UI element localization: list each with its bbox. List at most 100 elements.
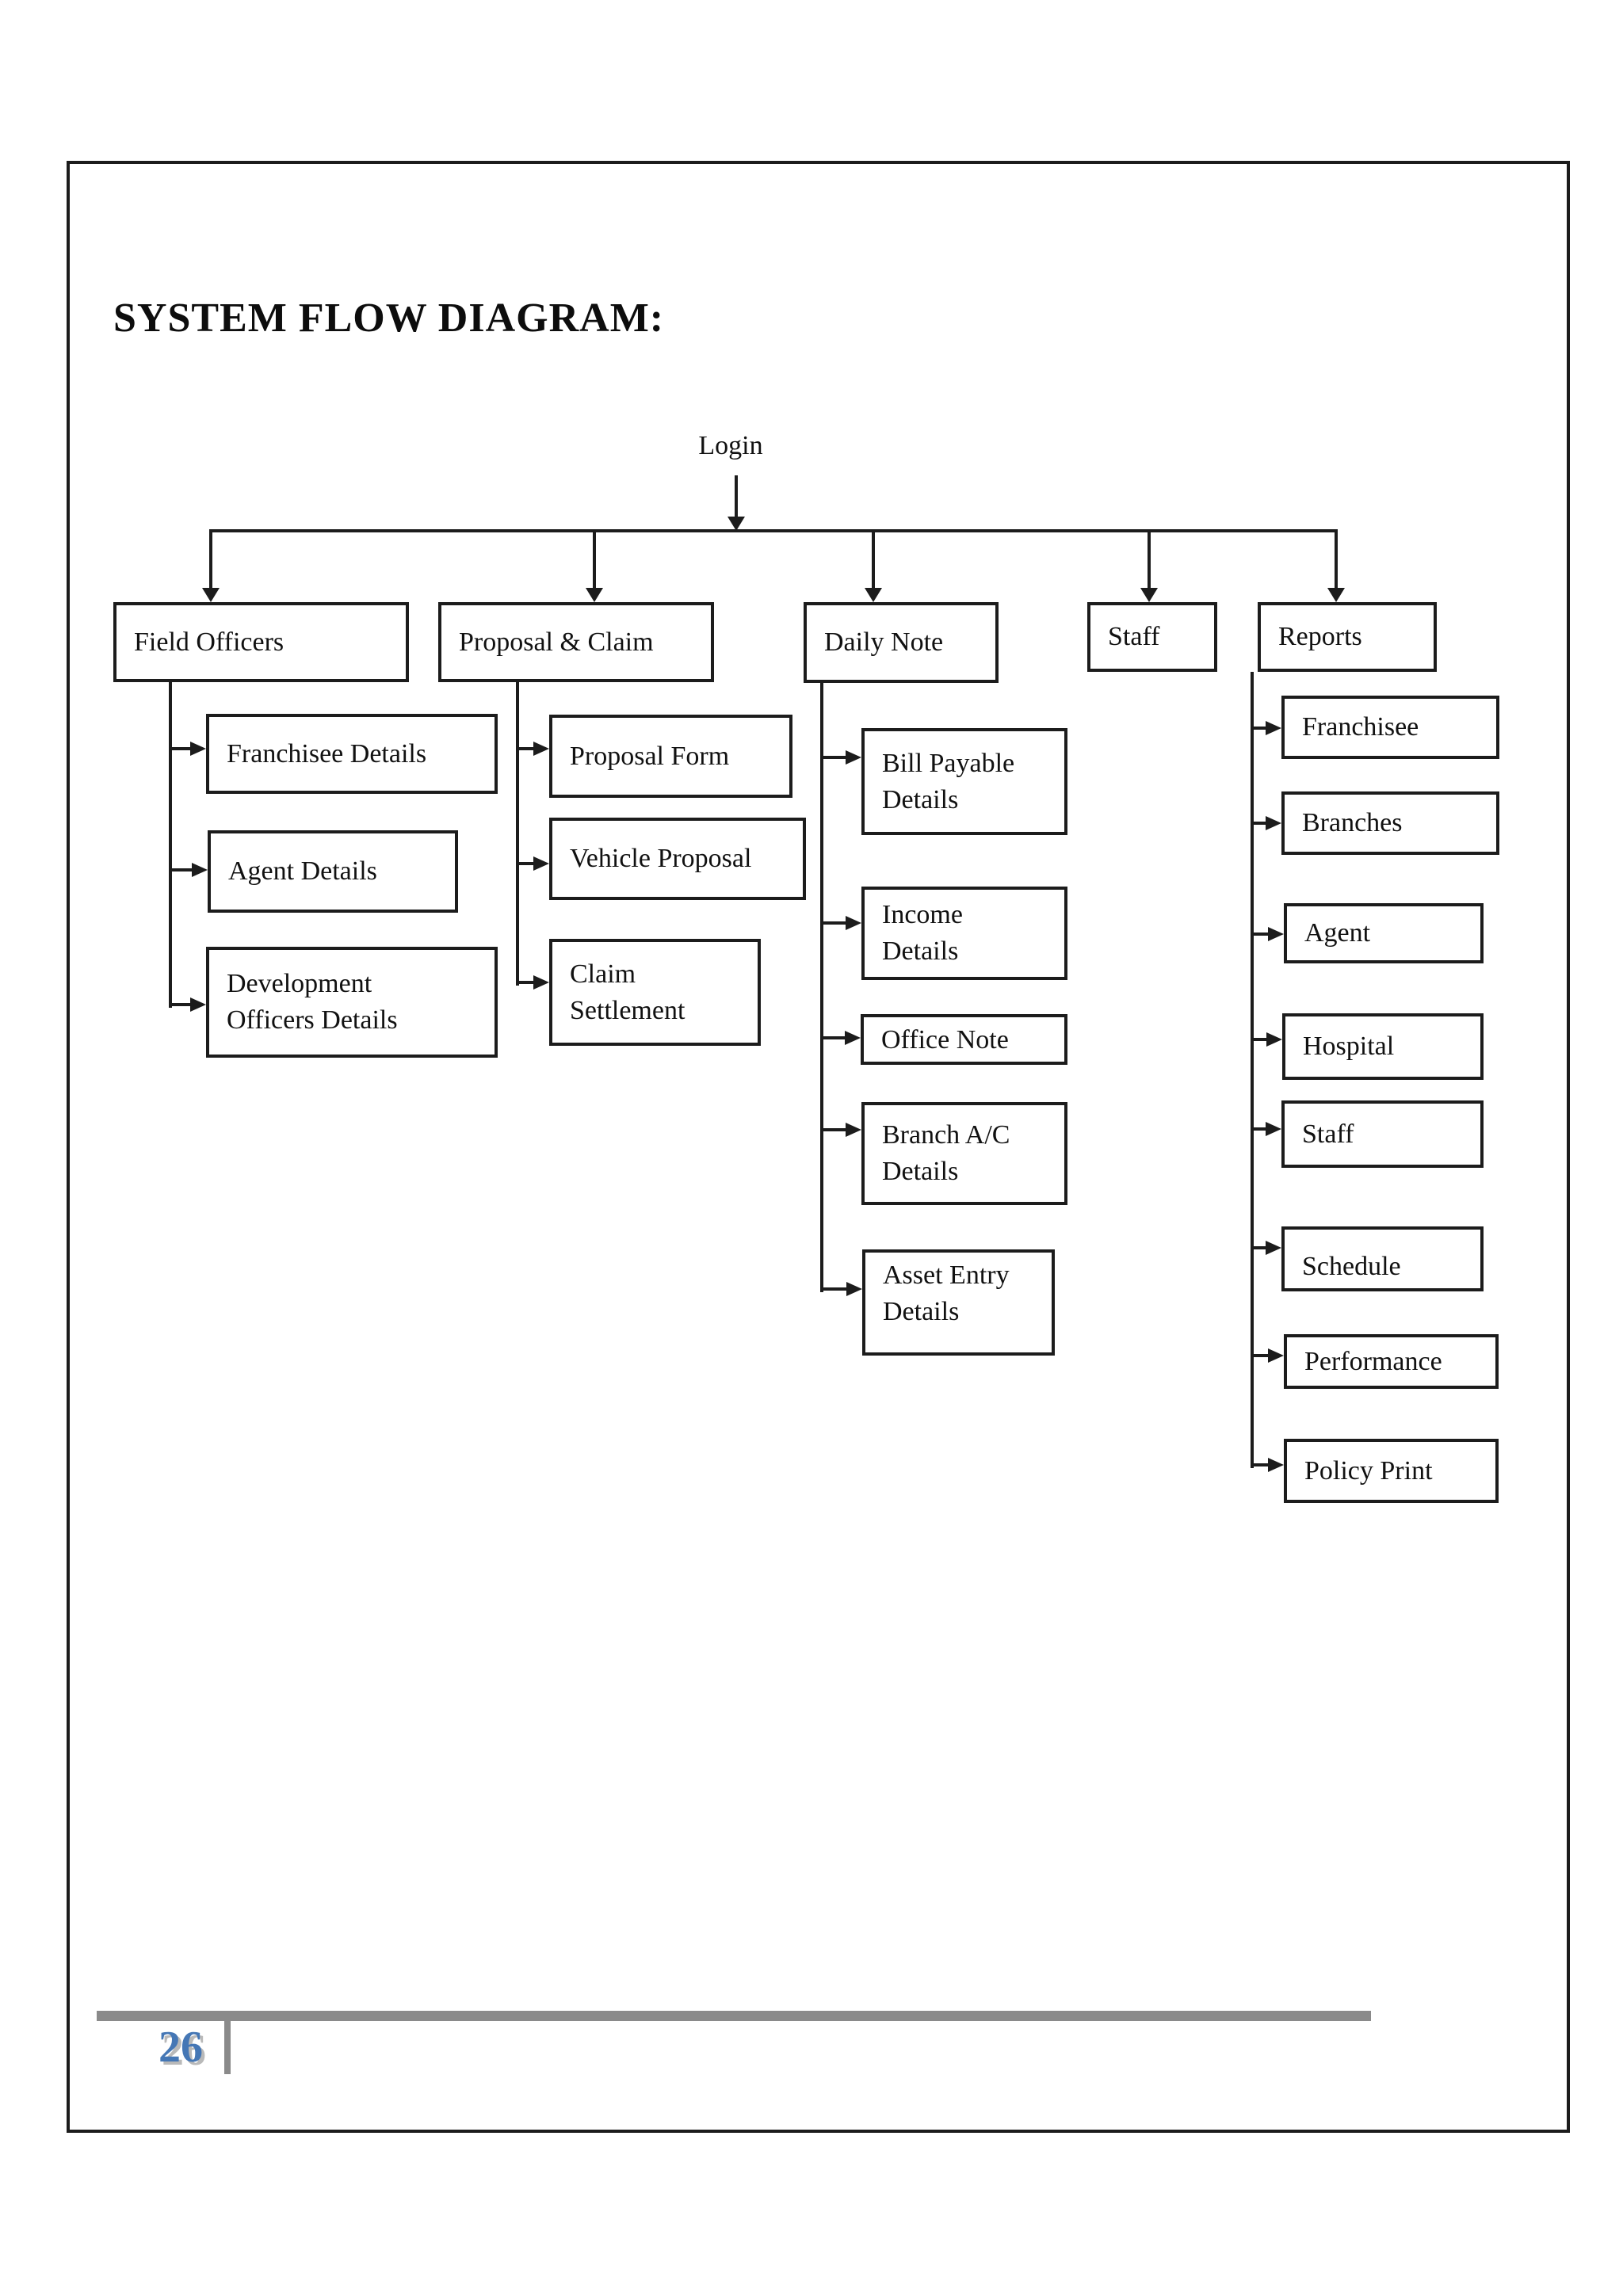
arrowhead-branch-ac-details-icon: [846, 1123, 861, 1137]
arrowhead-report-franchisee-icon: [1266, 721, 1281, 735]
node-label: Income: [882, 900, 963, 929]
footer-rule: [97, 2011, 1371, 2021]
arrowhead-report-hospital-icon: [1266, 1032, 1282, 1047]
node-report-branches: Branches: [1281, 791, 1499, 855]
drop-arrowhead-daily-note-icon: [865, 588, 882, 602]
node-label: Franchisee Details: [227, 738, 427, 769]
arrowhead-proposal-form-icon: [533, 742, 549, 756]
arrowhead-report-agent-icon: [1268, 927, 1284, 941]
drop-arrowhead-reports-icon: [1327, 588, 1345, 602]
branch-connector-reports: [1251, 672, 1254, 1468]
login-arrowhead-icon: [727, 517, 745, 531]
node-label: Field Officers: [134, 627, 285, 657]
node-label: Proposal Form: [570, 741, 730, 771]
node-report-agent: Agent: [1284, 903, 1484, 963]
node-label: Officers Details: [227, 1005, 398, 1035]
drop-connector-field-officers: [209, 529, 212, 588]
stub-proposal-form: [516, 747, 533, 750]
node-label: Details: [883, 1297, 960, 1326]
node-agent-details: Agent Details: [208, 830, 458, 913]
node-login: Login: [698, 431, 763, 460]
node-label: Proposal & Claim: [459, 627, 654, 657]
node-report-policy-print: Policy Print: [1284, 1439, 1499, 1503]
arrowhead-office-note-icon: [845, 1031, 861, 1045]
node-label: Reports: [1278, 622, 1362, 651]
drop-connector-proposal-claim: [593, 529, 596, 588]
node-report-hospital: Hospital: [1282, 1013, 1484, 1080]
node-staff: Staff: [1087, 602, 1217, 672]
arrowhead-agent-details-icon: [192, 863, 208, 877]
node-report-staff: Staff: [1281, 1100, 1484, 1168]
node-branch-ac-details: Branch A/C Details: [861, 1102, 1067, 1205]
node-label: Agent Details: [228, 856, 377, 886]
stub-agent-details: [169, 868, 192, 871]
stub-report-schedule: [1251, 1246, 1266, 1249]
node-label: Hospital: [1303, 1032, 1395, 1061]
node-label: Branches: [1302, 808, 1403, 837]
node-label: Development: [227, 969, 372, 998]
stub-vehicle-proposal: [516, 862, 533, 865]
stub-report-staff: [1251, 1127, 1266, 1131]
drop-connector-staff: [1148, 529, 1151, 588]
branch-connector-daily-note: [820, 683, 823, 1292]
arrowhead-claim-settlement-icon: [533, 975, 549, 990]
node-label: Settlement: [570, 995, 685, 1025]
node-report-performance: Performance: [1284, 1334, 1499, 1389]
node-label: Performance: [1304, 1346, 1442, 1376]
footer-divider: [224, 2013, 231, 2074]
node-label: Agent: [1304, 918, 1371, 948]
node-vehicle-proposal: Vehicle Proposal: [549, 818, 806, 900]
drop-arrowhead-field-officers-icon: [202, 588, 220, 602]
stub-income-details: [820, 921, 846, 925]
stub-development-officers-details: [169, 1003, 190, 1006]
arrowhead-development-officers-details-icon: [190, 997, 206, 1012]
node-franchisee-details: Franchisee Details: [206, 714, 498, 794]
drop-connector-daily-note: [872, 529, 875, 588]
node-proposal-form: Proposal Form: [549, 715, 792, 798]
node-report-schedule: Schedule: [1281, 1226, 1484, 1291]
node-label: Branch A/C: [882, 1120, 1010, 1150]
arrowhead-report-branches-icon: [1266, 816, 1281, 830]
node-office-note: Office Note: [861, 1014, 1067, 1065]
arrowhead-report-schedule-icon: [1266, 1241, 1281, 1255]
arrowhead-income-details-icon: [846, 916, 861, 930]
node-reports: Reports: [1258, 602, 1437, 672]
drop-connector-reports: [1335, 529, 1338, 588]
node-proposal-claim: Proposal & Claim: [438, 602, 714, 682]
node-label: Daily Note: [824, 627, 944, 657]
node-label: Asset Entry: [883, 1261, 1010, 1290]
stub-franchisee-details: [169, 747, 190, 750]
arrowhead-asset-entry-details-icon: [846, 1282, 862, 1296]
node-label: Policy Print: [1304, 1455, 1433, 1486]
arrowhead-report-policy-print-icon: [1268, 1458, 1284, 1472]
branch-connector-field-officers: [169, 682, 172, 1008]
node-label: Vehicle Proposal: [570, 844, 752, 873]
arrowhead-report-staff-icon: [1266, 1122, 1281, 1136]
stub-report-hospital: [1251, 1038, 1266, 1041]
stub-report-franchisee: [1251, 727, 1266, 730]
node-label: Staff: [1302, 1119, 1354, 1149]
node-label: Bill Payable: [882, 748, 1015, 778]
drop-arrowhead-proposal-claim-icon: [586, 588, 603, 602]
node-label: Claim: [570, 959, 636, 989]
distribution-line: [211, 529, 1336, 532]
arrowhead-vehicle-proposal-icon: [533, 856, 549, 871]
stub-claim-settlement: [516, 981, 533, 984]
node-label: Details: [882, 936, 959, 966]
stub-report-policy-print: [1251, 1463, 1268, 1466]
stub-office-note: [820, 1036, 845, 1039]
arrowhead-report-performance-icon: [1268, 1348, 1284, 1363]
stub-report-agent: [1251, 933, 1268, 936]
node-label: Details: [882, 1157, 959, 1186]
node-daily-note: Daily Note: [804, 602, 999, 683]
stub-bill-payable-details: [820, 756, 846, 759]
node-report-franchisee: Franchisee: [1281, 696, 1499, 759]
branch-connector-proposal-claim: [516, 682, 519, 986]
stub-report-branches: [1251, 822, 1266, 825]
login-connector: [735, 475, 738, 517]
node-label: Details: [882, 784, 959, 814]
